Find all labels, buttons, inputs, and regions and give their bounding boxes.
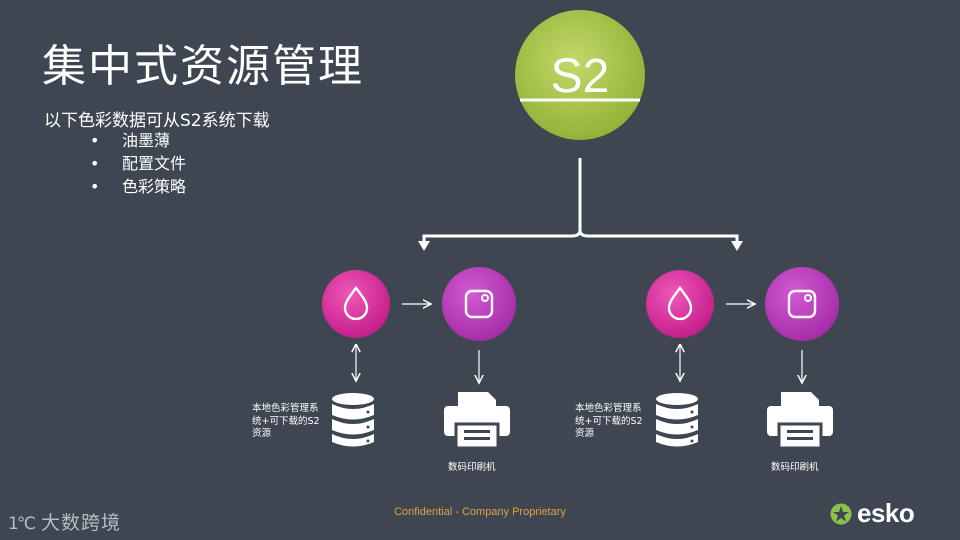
watermark-text: 大数跨境	[40, 512, 121, 534]
bullet-item: • 色彩策略	[90, 175, 186, 198]
db-caption-left: 本地色彩管理系 统+可下载的S2 资源	[252, 403, 320, 441]
caption-line: 本地色彩管理系	[252, 403, 319, 414]
intro-text: 以下色彩数据可从S2系统下载	[44, 111, 270, 131]
ink-drop-icon	[667, 286, 693, 321]
device-node	[442, 267, 516, 341]
bullet-list: • 油墨薄 • 配置文件 • 色彩策略	[90, 129, 186, 198]
caption-line: 本地色彩管理系	[575, 403, 642, 414]
distribution-connector	[422, 158, 739, 244]
esko-star-icon	[830, 503, 852, 524]
arrow-head-left	[418, 241, 430, 251]
arrow-head-right	[731, 241, 743, 251]
database-icon	[656, 393, 698, 447]
device-node	[765, 267, 839, 341]
bullet-marker: •	[90, 131, 100, 150]
printer-icon	[767, 392, 833, 450]
ink-node	[322, 270, 390, 338]
printer-caption-right: 数码印刷机	[771, 462, 819, 473]
watermark-logo-icon: 1℃	[8, 514, 36, 534]
s2-server-node: S2	[515, 10, 645, 140]
bullet-text: 配置文件	[122, 154, 187, 173]
device-icon	[787, 289, 817, 319]
caption-line: 资源	[575, 428, 595, 439]
slide-title: 集中式资源管理	[42, 41, 364, 92]
database-icon	[332, 393, 374, 447]
left-group	[322, 267, 516, 450]
printer-caption-left: 数码印刷机	[448, 462, 496, 473]
bullet-marker: •	[90, 177, 100, 196]
caption-line: 统+可下载的S2	[252, 415, 320, 427]
bullet-text: 油墨薄	[122, 131, 171, 150]
esko-logo-text: esko	[857, 498, 915, 528]
caption-line: 统+可下载的S2	[575, 415, 643, 427]
db-caption-right: 本地色彩管理系 统+可下载的S2 资源	[575, 403, 643, 441]
device-icon	[464, 289, 494, 319]
bullet-item: • 配置文件	[90, 152, 186, 175]
bullet-text: 色彩策略	[122, 177, 187, 196]
printer-icon	[444, 392, 510, 450]
bullet-marker: •	[90, 154, 100, 173]
esko-logo: esko	[830, 498, 915, 529]
right-group	[646, 267, 839, 450]
watermark: 1℃ 大数跨境	[8, 508, 121, 535]
ink-drop-icon	[343, 286, 369, 321]
caption-line: 资源	[252, 428, 272, 439]
confidential-footer: Confidential - Company Proprietary	[394, 506, 566, 518]
ink-node	[646, 270, 714, 338]
s2-label: S2	[551, 50, 610, 103]
bullet-item: • 油墨薄	[90, 129, 186, 152]
